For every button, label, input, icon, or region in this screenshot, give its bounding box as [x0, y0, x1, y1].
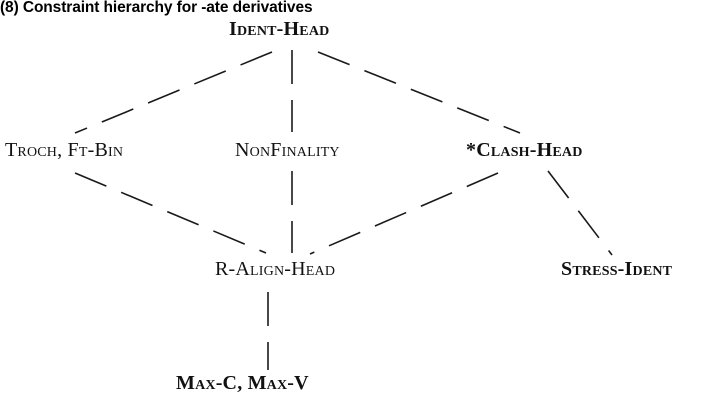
- edge-ident-head-to-clash-head: [317, 51, 521, 134]
- node-clash-head: *Clash-Head: [466, 139, 583, 161]
- edge-troch-ftbin-to-r-align-head: [74, 172, 267, 254]
- node-ident-head: Ident-Head: [229, 18, 330, 40]
- edge-clash-head-to-stress-ident: [547, 170, 613, 256]
- node-r-align-head: R-Align-Head: [215, 258, 336, 280]
- edge-clash-head-to-r-align-head: [309, 172, 499, 255]
- node-troch-ftbin: Troch, Ft-Bin: [5, 139, 124, 161]
- node-nonfinality: NonFinality: [235, 139, 340, 161]
- node-stress-ident: Stress-Ident: [561, 258, 673, 280]
- diagram-title: (8) Constraint hierarchy for -ate deriva…: [0, 0, 313, 16]
- node-max-c-max-v: Max-C, Max-V: [176, 372, 309, 394]
- edge-ident-head-to-troch-ftbin: [74, 51, 273, 134]
